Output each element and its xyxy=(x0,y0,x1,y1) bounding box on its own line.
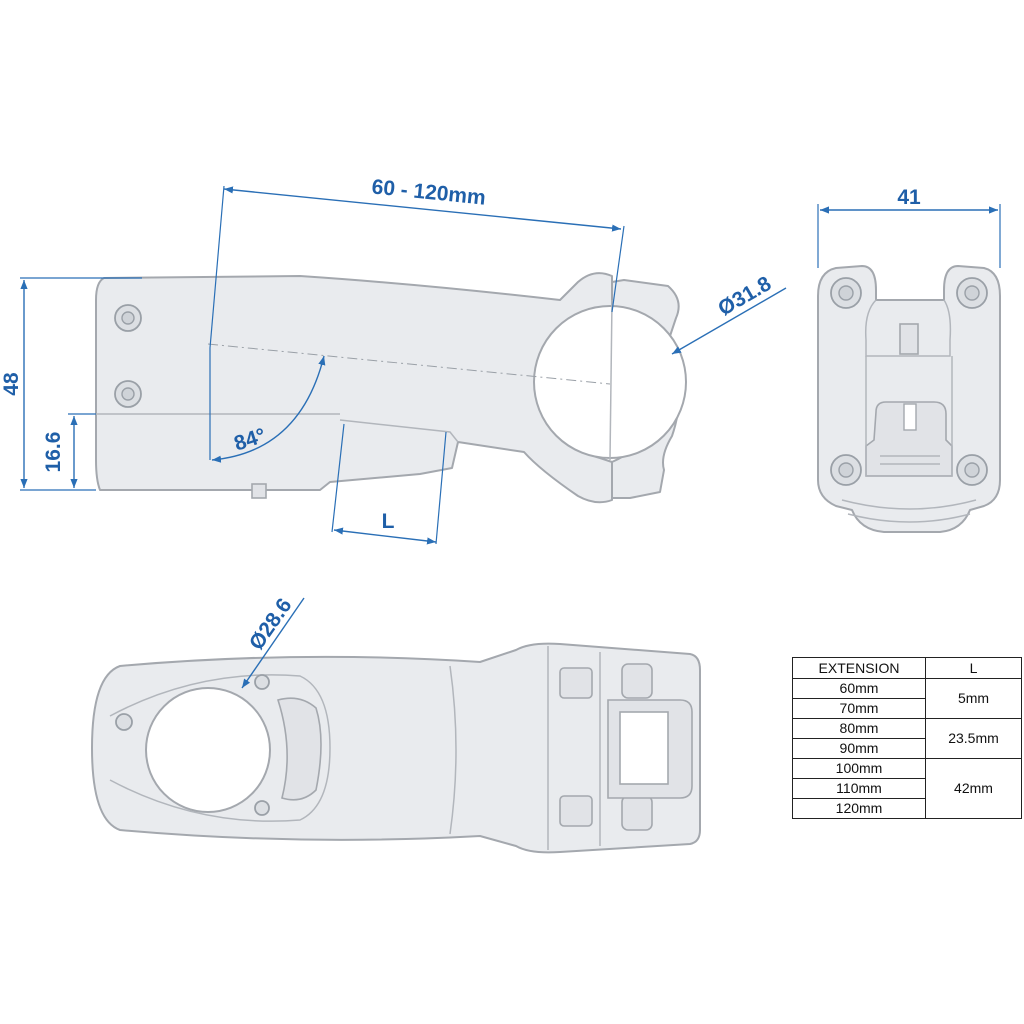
front-view xyxy=(817,265,1001,533)
stack-height-label: 48 xyxy=(0,372,23,396)
bolt-icon xyxy=(254,674,270,690)
extension-cell: 120mm xyxy=(792,798,926,819)
l-cell: 42mm xyxy=(925,758,1022,819)
table-row: 60mm 5mm xyxy=(792,678,1022,719)
header-l: L xyxy=(925,657,1022,679)
extension-table: EXTENSION L 60mm 5mm 70mm 80mm 23.5mm 90… xyxy=(792,657,1022,819)
extension-cell: 80mm xyxy=(792,718,926,739)
top-view xyxy=(91,642,701,854)
extension-cell: 110mm xyxy=(792,778,926,799)
bar-clamp-diameter-label: Ø31.8 xyxy=(714,272,775,321)
bolt-icon xyxy=(254,800,270,816)
table-header-row: EXTENSION L xyxy=(792,657,1022,679)
length-range-label: 60 - 120mm xyxy=(371,175,487,209)
front-view-dimensions: 41 xyxy=(817,186,1001,268)
extension-cell: 60mm xyxy=(792,678,926,699)
table-row: 100mm 42mm xyxy=(792,758,1022,819)
lower-height-label: 16.6 xyxy=(42,432,65,473)
steerer-bore xyxy=(145,687,271,813)
bolt-icon xyxy=(115,713,133,731)
table-row: 80mm 23.5mm xyxy=(792,718,1022,759)
table-row: 120mm xyxy=(792,798,1022,819)
clamp-width-label: 41 xyxy=(897,186,921,209)
extension-cell: 70mm xyxy=(792,698,926,719)
l-cell: 23.5mm xyxy=(925,718,1022,759)
offset-l-label: L xyxy=(382,510,395,533)
extension-cell: 90mm xyxy=(792,738,926,759)
header-extension: EXTENSION xyxy=(792,657,926,679)
extension-cell: 100mm xyxy=(792,758,926,779)
table-row: 110mm xyxy=(792,778,1022,799)
side-view xyxy=(95,272,687,504)
l-cell: 5mm xyxy=(925,678,1022,719)
